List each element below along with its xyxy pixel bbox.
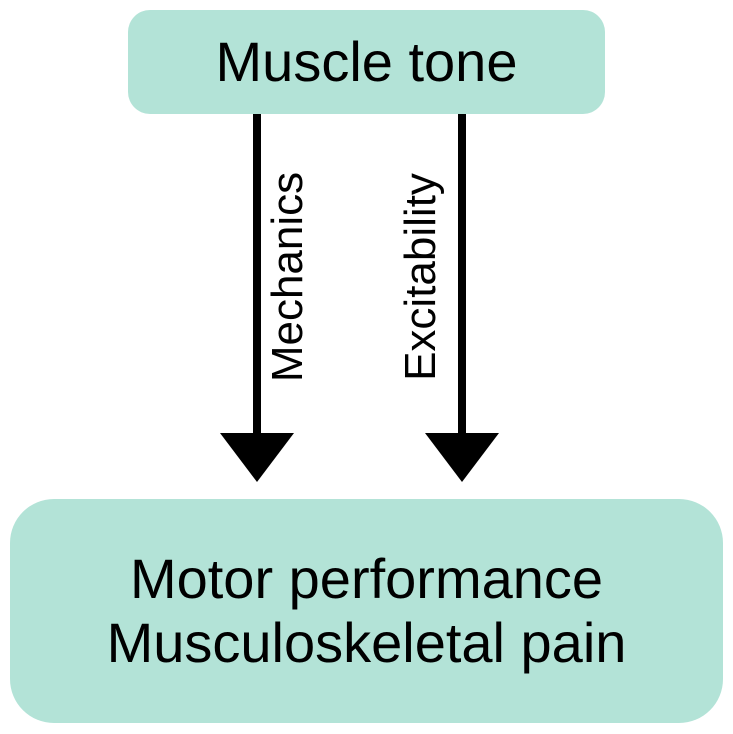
motor-performance-label: Motor performance	[129, 547, 604, 611]
mechanics-label: Mechanics	[263, 171, 312, 383]
excitability-label: Excitability	[396, 173, 445, 381]
muscle-tone-box: Muscle tone	[128, 10, 605, 114]
musculoskeletal-pain-label: Musculoskeletal pain	[106, 611, 627, 674]
mechanics-arrowhead	[220, 433, 294, 482]
muscle-tone-label: Muscle tone	[215, 30, 518, 93]
mechanics-arrow	[220, 114, 294, 482]
outcomes-box: Motor performance Musculoskeletal pain	[10, 499, 723, 723]
excitability-arrowhead	[425, 433, 499, 482]
excitability-arrow	[425, 114, 499, 482]
